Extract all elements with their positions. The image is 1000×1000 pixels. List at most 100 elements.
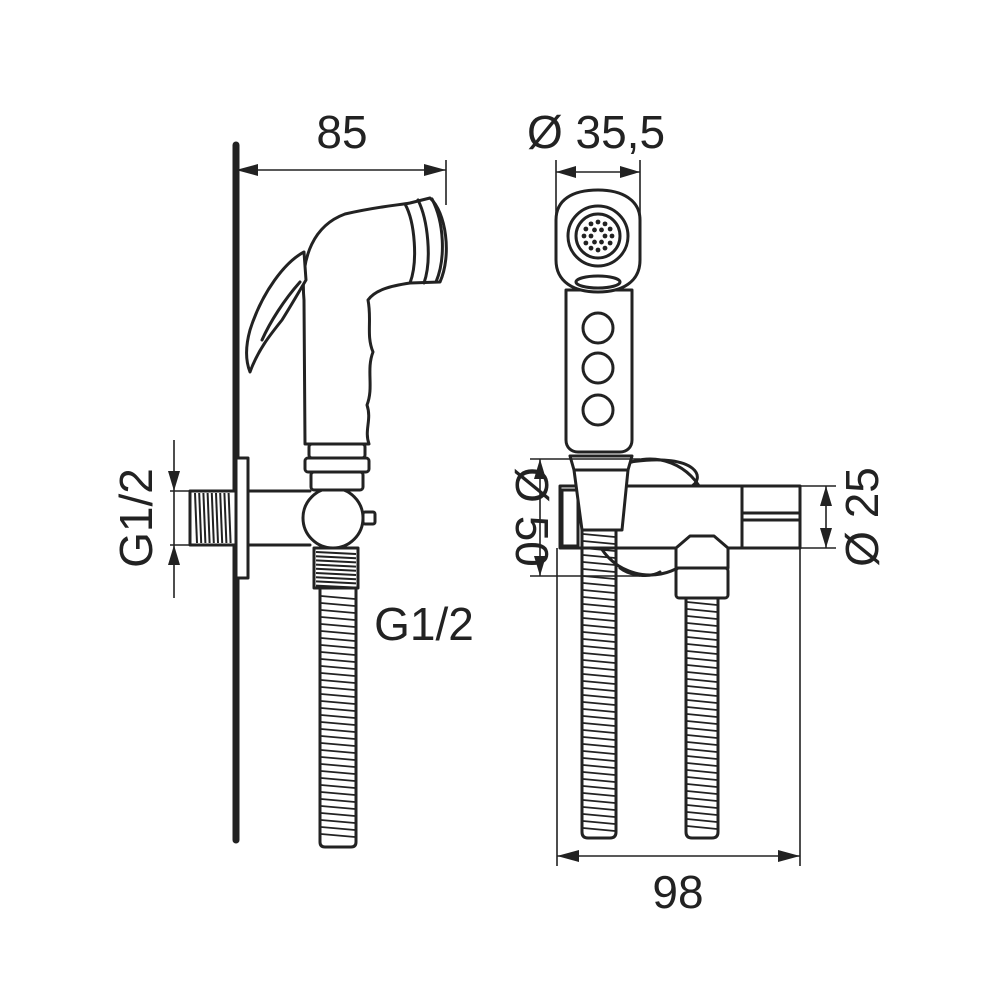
hatch-line [320,833,356,838]
hatch-line [686,797,718,802]
hatch-line [315,567,357,572]
hatch-line [320,595,356,600]
hatch-line [582,624,616,629]
hatch-line [320,623,356,628]
hatch-line [582,561,616,566]
hatch-line [582,645,616,650]
nozzle-dot [588,221,594,227]
hatch-line [582,729,616,734]
hatch-line [582,820,616,825]
hatch-line [320,672,356,677]
hatch-line [320,686,356,691]
hatch-line [686,692,718,697]
hatch-line [320,693,356,698]
hatch-line [320,630,356,635]
hatch-line [582,806,616,811]
hatch-line [320,721,356,726]
hatch-line [315,563,357,568]
hatch-line [686,664,718,669]
hatch-line [215,492,219,544]
nozzle-dot [583,240,589,246]
hatch-line [686,776,718,781]
front-hose-left [580,528,618,840]
hatch-line [320,728,356,733]
hatch-line [320,665,356,670]
hatch-line [582,659,616,664]
hatch-line [686,783,718,788]
hatch-line [686,608,718,613]
hatch-line [686,790,718,795]
dim-body-diameter: Ø 25 [800,467,888,567]
hatch-line [686,678,718,683]
hatch-line [686,657,718,662]
hatch-line [582,638,616,643]
hatch-line [206,492,211,544]
nozzle-dot [595,219,601,225]
hatch-line [320,714,356,719]
hatch-line [202,492,207,544]
hatch-line [320,798,356,803]
hatch-line [686,755,718,760]
hatch-line [582,778,616,783]
hatch-line [219,492,224,544]
hatch-line [320,616,356,621]
hatch-line [582,827,616,832]
hatch-line [223,492,228,544]
hatch-line [320,658,356,663]
nozzle-dot [599,239,604,245]
hatch-line [582,771,616,776]
dim-85: 85 [236,106,447,205]
hatch-line [315,551,357,555]
hatch-line [320,637,356,642]
nozzle-dot [602,221,608,227]
hatch-line [686,601,718,606]
hatch-line [582,708,616,713]
dim-front-width-label: 98 [652,866,703,918]
nozzle-dot [595,247,601,253]
hatch-line [315,576,357,581]
hatch-line [686,818,718,823]
hatch-line [582,666,616,671]
hatch-line [582,743,616,748]
hatch-line [582,540,616,545]
hatch-line [582,722,616,727]
side-valve [301,486,365,550]
hatch-line [320,826,356,831]
side-pipe [246,489,312,547]
nozzle-dot [602,245,608,251]
hatch-line [227,492,232,544]
hatch-line [582,547,616,552]
hatch-line [582,785,616,790]
nozzle-dot [609,233,615,239]
wall-flange [234,456,250,580]
hatch-line [582,554,616,559]
hatch-line [582,750,616,755]
dim-inlet-thread: G1/2 [110,440,196,598]
hatch-line [582,631,616,636]
hatch-line [320,742,356,747]
hatch-line [686,720,718,725]
hatch-line [320,651,356,656]
hatch-line [315,584,357,589]
dim-front-width: 98 [556,548,801,918]
hatch-line [582,764,616,769]
hatch-line [686,636,718,641]
hatch-line [686,727,718,732]
hatch-line [686,734,718,739]
hatch-line [582,680,616,685]
hatch-line [320,700,356,705]
hatch-line [582,799,616,804]
hatch-line [582,792,616,797]
dim-inlet-thread-label: G1/2 [110,468,162,568]
grip-hole [581,351,615,385]
hatch-line [686,825,718,830]
hatch-line [686,762,718,767]
dim-85-label: 85 [316,106,367,158]
hatch-line [210,492,215,544]
nozzle-dot [607,226,613,232]
hatch-line [582,673,616,678]
hatch-line [686,699,718,704]
front-handset [554,188,642,454]
outlet-thread [312,546,360,590]
